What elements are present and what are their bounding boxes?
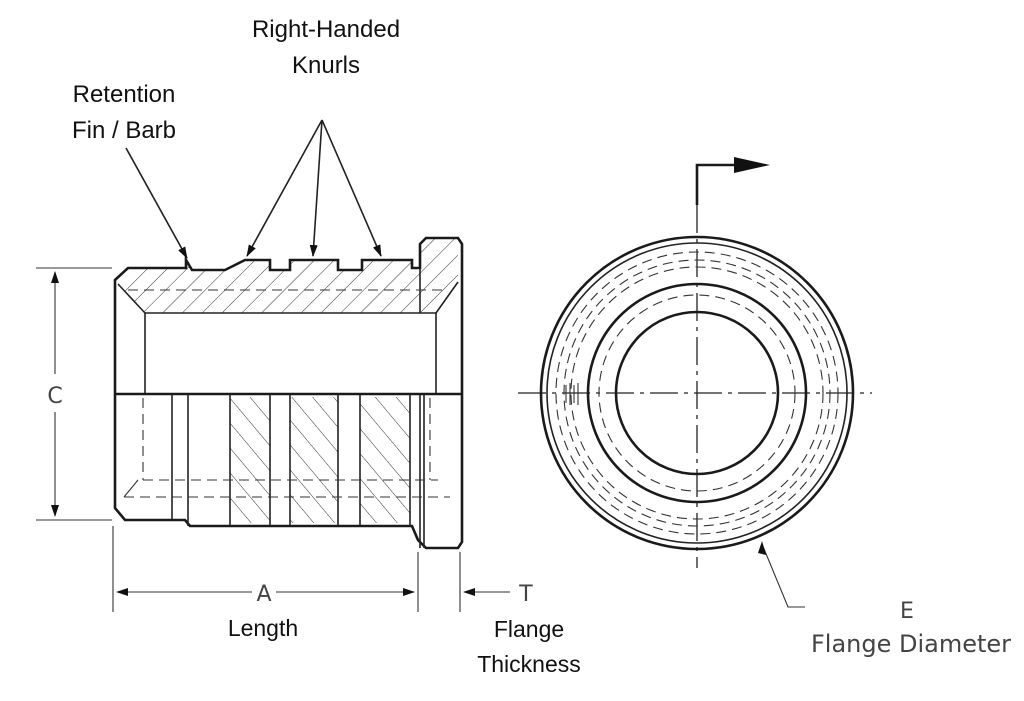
section-indicator-arrowhead — [734, 157, 770, 173]
flange-diameter-arrowhead — [758, 541, 766, 555]
section-hatch-wall — [118, 238, 458, 313]
dim-t-label: T — [518, 582, 533, 607]
chamfer-right — [435, 281, 459, 314]
knurl-band-2 — [290, 397, 338, 523]
section-indicator-line — [695, 163, 738, 205]
thread-hidden-circle — [598, 294, 796, 492]
knurls-line1: Right-Handed — [252, 16, 400, 43]
body-circle — [586, 282, 808, 504]
knurl-leader-2 — [309, 119, 323, 257]
flange-diameter-leader — [761, 543, 805, 608]
dim-a-label: A — [256, 582, 271, 607]
retention-fin-line1: Retention — [73, 81, 176, 108]
outer-profile-bottom — [113, 394, 464, 550]
retention-fin-line2: Fin / Barb — [72, 117, 176, 144]
knurl-hidden-circle-inner — [570, 266, 824, 520]
flange-thickness-line2: Thickness — [477, 651, 581, 677]
knurl-leader-1 — [246, 119, 323, 257]
knurl-band-3 — [360, 397, 410, 523]
length-label: Length — [228, 615, 298, 641]
bore-circle — [614, 310, 780, 476]
dim-e-label: E — [900, 599, 914, 624]
knurl-ticks — [565, 383, 579, 405]
chamfer-left — [117, 283, 146, 314]
flange-thickness-line1: Flange — [494, 616, 564, 642]
dimensions: C A Length T Flange Thickness Retention … — [36, 16, 581, 677]
outer-profile-top — [113, 236, 464, 394]
end-view: E Flange Diameter — [518, 157, 1011, 658]
knurl-hidden-circle-mid — [563, 259, 831, 527]
flange-inner-edge — [546, 242, 848, 544]
retention-fin-leader — [125, 147, 188, 259]
flange-outer-circle — [539, 235, 855, 551]
knurls-line2: Knurls — [292, 52, 360, 79]
knurl-band-1 — [230, 397, 270, 523]
flange-diameter-label: Flange Diameter — [811, 630, 1011, 658]
dim-c-label: C — [47, 384, 62, 409]
side-section-view — [113, 236, 464, 550]
hidden-chamfer — [123, 479, 139, 498]
knurl-hidden-circle-outer — [555, 251, 839, 535]
knurl-leader-3 — [321, 119, 382, 257]
